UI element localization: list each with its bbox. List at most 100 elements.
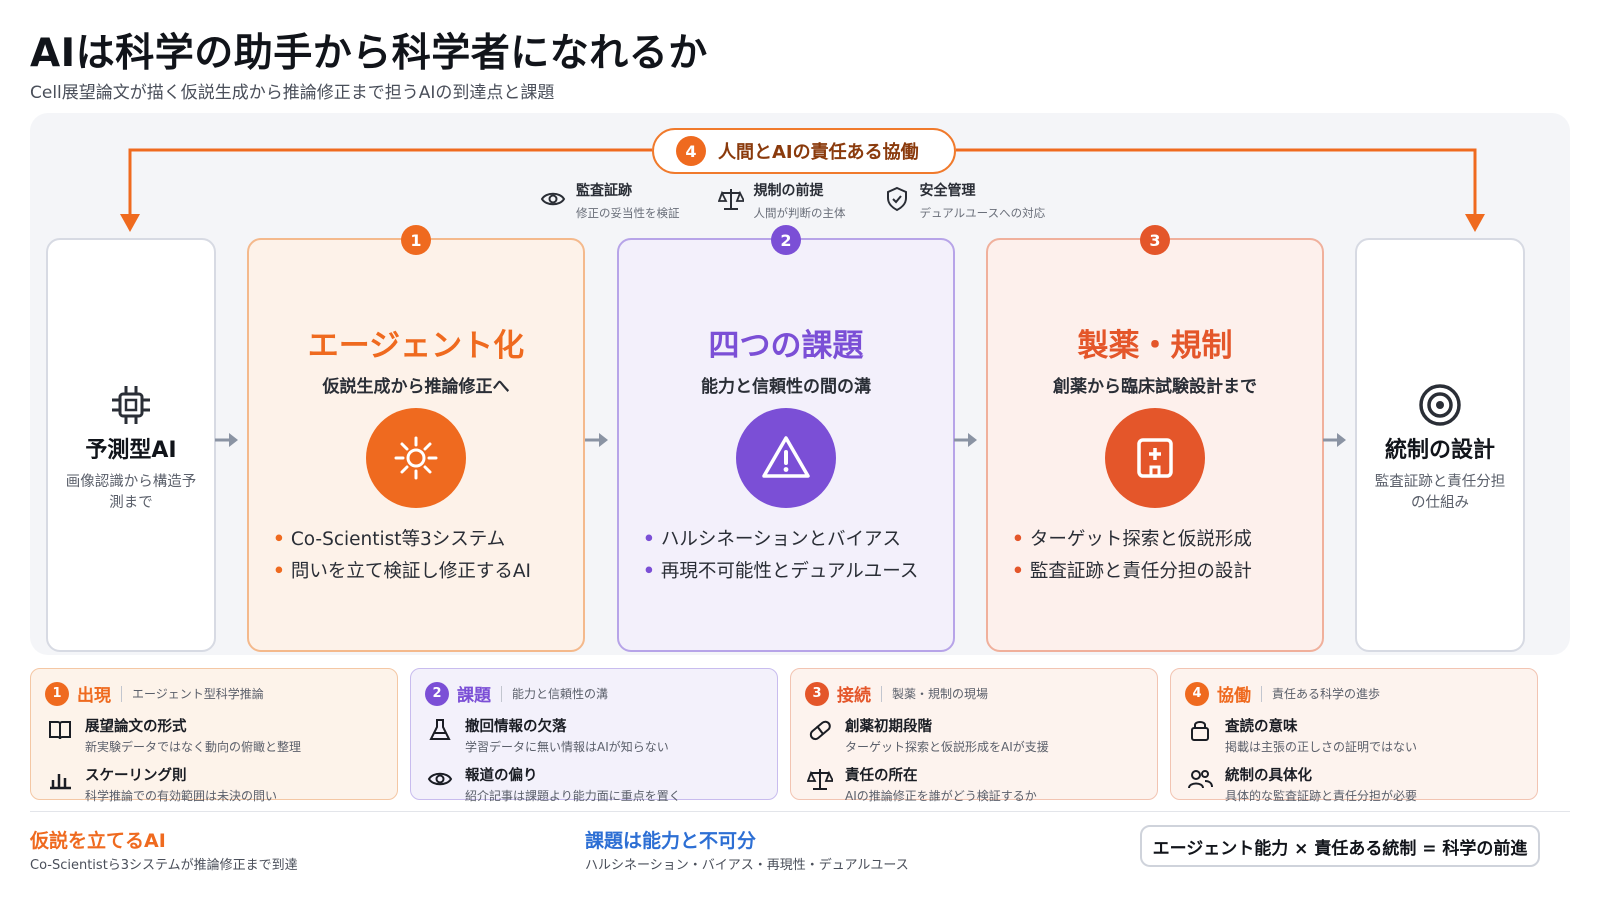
panel-number-badge: 4 xyxy=(1185,681,1209,706)
row-sub: AIの推論修正を誰がどう検証するか xyxy=(845,789,1037,803)
collaboration-loop-label: 4 人間とAIの責任ある協働 xyxy=(652,128,956,174)
panel-number-badge: 1 xyxy=(45,681,69,706)
card-desc: 監査証跡と責任分担の仕組み xyxy=(1374,474,1506,511)
page-subtitle: Cell展望論文が描く仮説生成から推論修正まで担うAIの到達点と課題 xyxy=(30,83,555,103)
pill-sub: デュアルユースへの対応 xyxy=(919,206,1046,220)
footer-mid-title: 課題は能力と不可分 xyxy=(585,830,757,852)
panel-connection: 3 接続 製薬・規制の現場 創薬初期段階ターゲット探索と仮説形成をAIが支援 責任の… xyxy=(790,668,1158,803)
card-four-challenges: 2 四つの課題 能力と信頼性の間の溝 •ハルシネーションとバイアス •再現不可能… xyxy=(617,225,955,652)
panel-title: 出現 xyxy=(77,686,111,706)
row-sub: 具体的な監査証跡と責任分担が必要 xyxy=(1225,789,1418,803)
pill-icon xyxy=(809,720,831,741)
row-title: 展望論文の形式 xyxy=(85,719,187,735)
stage-subheading: 仮説生成から推論修正へ xyxy=(322,377,510,397)
stage-icon-circle xyxy=(366,408,466,508)
panel-emergence: 1 出現 エージェント型科学推論 展望論文の形式新実験データではなく動向の俯瞰と整理… xyxy=(30,668,398,803)
footer-left-sub: Co-Scientistら3システムが推論修正まで到達 xyxy=(30,858,298,873)
row-title: スケーリング則 xyxy=(85,768,187,784)
row-title: 責任の所在 xyxy=(845,768,918,784)
stage-heading: 四つの課題 xyxy=(708,328,864,364)
row-sub: ターゲット探索と仮説形成をAIが支援 xyxy=(845,740,1049,754)
bullet-item: •Co-Scientist等3システム xyxy=(273,529,506,550)
panel-subtitle: エージェント型科学推論 xyxy=(132,687,264,701)
stage-icon-circle xyxy=(736,408,836,508)
panel-row: 統制の具体化具体的な監査証跡と責任分担が必要 xyxy=(1187,764,1523,804)
sun-icon xyxy=(394,436,438,480)
scale-icon xyxy=(717,189,744,210)
row-sub: 科学推論での有効範囲は未決の問い xyxy=(85,789,278,803)
pill-sub: 修正の妥当性を検証 xyxy=(576,206,680,220)
summary-formula: エージェント能力 × 責任ある統制 = 科学の前進 xyxy=(1140,825,1540,867)
arrow-right-icon xyxy=(215,433,238,447)
page-title: AIは科学の助手から科学者になれるか xyxy=(30,31,708,76)
chip-icon xyxy=(112,386,150,424)
stage-icon-circle xyxy=(1105,408,1205,508)
stage-subheading: 能力と信頼性の間の溝 xyxy=(701,377,871,397)
shield-icon xyxy=(886,186,907,212)
pill-sub: 人間が判断の主体 xyxy=(753,206,846,220)
stage-bullets: •ターゲット探索と仮説形成 •監査証跡と責任分担の設計 xyxy=(1012,524,1312,588)
panel-subtitle: 能力と信頼性の溝 xyxy=(512,687,609,701)
pill-title: 監査証跡 xyxy=(576,183,632,199)
row-sub: 紹介記事は課題より能力面に重点を置く xyxy=(465,789,681,803)
panel-row: 責任の所在 AIの推論修正を誰がどう検証するか xyxy=(807,764,1143,804)
panel-title: 接続 xyxy=(837,686,871,706)
row-title: 報道の偏り xyxy=(465,768,538,784)
stage-bullets: •ハルシネーションとバイアス •再現不可能性とデュアルユース xyxy=(643,524,943,588)
card-predictive-ai: 予測型AI 画像認識から構造予測まで xyxy=(46,238,216,652)
footer-divider xyxy=(30,811,1570,812)
governance-pills: 監査証跡修正の妥当性を検証 規制の前提人間が判断の主体 安全管理デュアルユースへ… xyxy=(540,180,1045,221)
card-pharma-regulation: 3 製薬・規制 創薬から臨床試験設計まで •ターゲット探索と仮説形成 •監査証跡… xyxy=(986,225,1324,652)
stage-number-badge: 1 xyxy=(401,225,431,255)
bullet-item: •問いを立て検証し修正するAI xyxy=(273,561,531,582)
pill-audit: 監査証跡修正の妥当性を検証 xyxy=(540,180,680,221)
users-icon xyxy=(1188,770,1213,789)
bullet-item: •再現不可能性とデュアルユース xyxy=(643,561,919,582)
book-icon xyxy=(49,721,71,740)
pill-title: 安全管理 xyxy=(919,183,976,199)
panel-row: 撤回情報の欠落学習データに無い情報はAIが知らない xyxy=(427,715,763,755)
card-governance-design: 統制の設計 監査証跡と責任分担の仕組み xyxy=(1355,238,1525,652)
loop-number-badge: 4 xyxy=(676,136,706,166)
stage-number-badge: 2 xyxy=(771,225,801,255)
row-title: 創薬初期段階 xyxy=(845,719,932,735)
hospital-icon xyxy=(1137,438,1173,478)
panel-row: スケーリング則科学推論での有効範囲は未決の問い xyxy=(47,764,383,804)
eye-icon xyxy=(427,772,453,786)
card-name: 統制の設計 xyxy=(1384,438,1495,463)
target-icon xyxy=(1419,384,1461,426)
stage-subheading: 創薬から臨床試験設計まで xyxy=(1053,377,1257,397)
row-sub: 学習データに無い情報はAIが知らない xyxy=(465,740,669,754)
bullet-item: •監査証跡と責任分担の設計 xyxy=(1012,561,1252,582)
row-title: 統制の具体化 xyxy=(1225,768,1312,784)
card-desc: 画像認識から構造予測まで xyxy=(65,474,197,511)
stage-heading: 製薬・規制 xyxy=(1077,328,1233,364)
stage-number-badge: 3 xyxy=(1140,225,1170,255)
panel-subtitle: 製薬・規制の現場 xyxy=(892,687,989,701)
arrow-right-icon xyxy=(585,433,608,447)
panel-row: 展望論文の形式新実験データではなく動向の俯瞰と整理 xyxy=(47,715,383,755)
flask-icon xyxy=(429,719,451,740)
bullet-item: •ハルシネーションとバイアス xyxy=(643,529,901,550)
lock-icon xyxy=(1191,721,1209,741)
row-title: 査読の意味 xyxy=(1225,719,1298,735)
loop-label: 人間とAIの責任ある協働 xyxy=(718,142,919,163)
panel-subtitle: 責任ある科学の進歩 xyxy=(1272,687,1381,701)
pill-title: 規制の前提 xyxy=(753,183,824,199)
panel-title: 課題 xyxy=(457,686,491,706)
footer-left-title: 仮説を立てるAI xyxy=(30,830,166,852)
panel-row: 報道の偏り紹介記事は課題より能力面に重点を置く xyxy=(427,764,763,804)
row-sub: 掲載は主張の正しさの証明ではない xyxy=(1225,740,1418,754)
eye-icon xyxy=(540,192,566,206)
scale-icon xyxy=(807,769,833,790)
bullet-item: •ターゲット探索と仮説形成 xyxy=(1012,529,1252,550)
row-sub: 新実験データではなく動向の俯瞰と整理 xyxy=(85,740,302,754)
card-agentification: 1 エージェント化 仮説生成から推論修正へ •Co-Scientist等3システ… xyxy=(247,225,585,652)
arrow-right-icon xyxy=(1323,433,1346,447)
bar-chart-icon xyxy=(50,774,71,790)
pill-regulation: 規制の前提人間が判断の主体 xyxy=(717,180,846,221)
panel-row: 創薬初期段階ターゲット探索と仮説形成をAIが支援 xyxy=(807,715,1143,755)
card-name: 予測型AI xyxy=(85,438,177,463)
panel-number-badge: 3 xyxy=(805,681,829,706)
